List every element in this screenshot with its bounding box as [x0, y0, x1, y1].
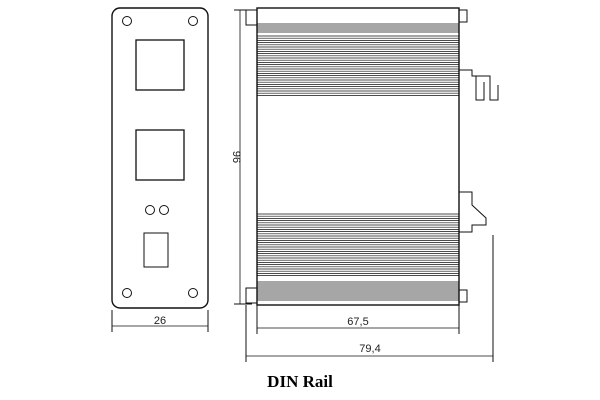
side-clip-top-left — [245, 9, 258, 26]
side-clip-bottom-right — [458, 289, 468, 303]
front-width-dimension — [111, 310, 209, 332]
led-indicator-icon — [159, 205, 169, 215]
side-clip-bottom-left — [245, 287, 258, 304]
cooling-fins-bottom — [257, 213, 459, 301]
front-panel — [111, 7, 209, 309]
corner-screw-icon — [188, 16, 198, 26]
power-connector — [143, 232, 169, 268]
total-depth-dimension — [245, 235, 494, 362]
front-width-label: 26 — [154, 315, 166, 327]
din-clip-lower — [459, 191, 487, 233]
body-depth-dimension — [256, 305, 460, 334]
led-indicator-icon — [145, 205, 155, 215]
rj45-port-bottom — [135, 129, 185, 181]
corner-screw-icon — [122, 288, 132, 298]
front-panel-outline — [111, 7, 209, 309]
total-depth-label: 79,4 — [359, 343, 380, 355]
body-depth-label: 67,5 — [347, 316, 368, 328]
din-clip-upper-inner — [475, 76, 485, 101]
din-clip-upper — [459, 69, 499, 101]
cooling-fins-top — [257, 23, 459, 96]
side-view — [245, 7, 499, 306]
caption: DIN Rail — [267, 372, 333, 391]
rj45-port-top — [135, 39, 185, 91]
height-label: 96 — [230, 151, 242, 163]
housing-outline — [256, 7, 460, 306]
corner-screw-icon — [188, 288, 198, 298]
side-clip-top-right — [458, 9, 468, 23]
corner-screw-icon — [122, 16, 132, 26]
